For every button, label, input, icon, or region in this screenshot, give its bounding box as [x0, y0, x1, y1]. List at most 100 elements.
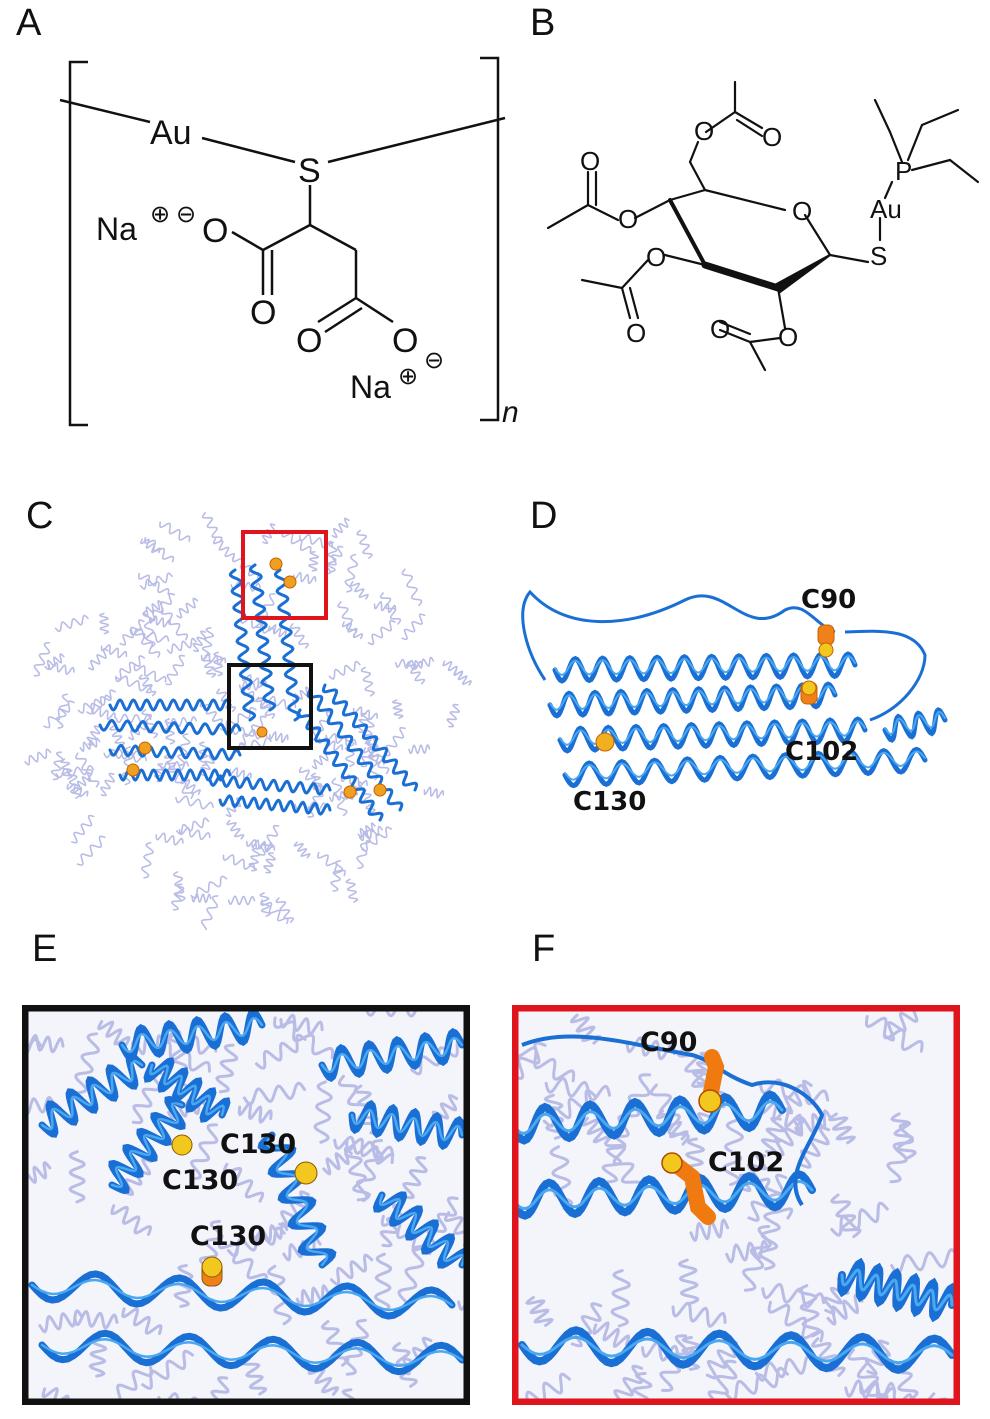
acetyl-o-3: O — [618, 204, 638, 234]
channel-helix-highlight — [40, 1059, 144, 1131]
background-helix — [176, 597, 199, 619]
background-helix — [243, 689, 272, 710]
highlighted-helix — [273, 568, 302, 722]
background-helix — [54, 614, 89, 633]
background-helix — [160, 607, 189, 641]
background-helix — [115, 713, 152, 724]
background-helix — [827, 1112, 857, 1145]
cysteine-marker — [373, 783, 387, 797]
background-helix — [103, 748, 141, 760]
background-helix — [722, 1119, 745, 1187]
background-helix — [139, 572, 173, 590]
background-helix — [773, 1117, 805, 1157]
loop-region — [521, 1034, 825, 1207]
background-helix — [48, 662, 75, 675]
background-helix — [629, 1371, 653, 1405]
background-helix — [356, 529, 373, 559]
background-helix — [137, 572, 170, 595]
acetyl-o-6: O — [626, 318, 646, 348]
phosphorus-atom: P — [895, 156, 912, 186]
background-helix — [242, 1081, 306, 1106]
c130-sulfur-a — [171, 1134, 193, 1156]
background-helix — [782, 1079, 813, 1115]
background-helix — [293, 841, 311, 859]
red-frame — [512, 1005, 960, 1405]
background-helix — [754, 1354, 817, 1382]
background-helix — [138, 674, 157, 697]
background-helix — [331, 517, 350, 539]
loop-region — [844, 629, 927, 722]
background-helix — [260, 899, 289, 925]
label-c130-c: C130 — [190, 1221, 266, 1252]
channel-helix-highlight — [149, 1063, 225, 1117]
background-helix — [165, 654, 186, 686]
background-helix — [237, 1101, 273, 1124]
background-helix — [226, 1226, 286, 1258]
background-helix — [379, 592, 402, 625]
cysteine-marker — [256, 726, 268, 738]
background-helix — [229, 767, 252, 781]
c90-c102-inset: C90 C102 — [512, 1005, 960, 1405]
background-helix — [110, 1204, 153, 1236]
background-helix — [316, 851, 346, 877]
background-helix — [293, 571, 317, 585]
background-helix — [88, 648, 109, 671]
background-helix — [794, 1109, 832, 1137]
subunit-helix — [552, 651, 858, 684]
c90-sulfur — [818, 642, 834, 658]
background-helix — [97, 1020, 131, 1047]
background-helix — [192, 630, 207, 653]
background-helix — [799, 1125, 831, 1169]
cysteine-marker — [138, 741, 152, 755]
background-helix — [890, 1247, 960, 1275]
background-helix — [172, 871, 186, 902]
background-helix — [401, 613, 426, 641]
background-helix — [190, 1123, 219, 1180]
background-helix — [23, 1033, 65, 1054]
label-c102: C102 — [708, 1147, 784, 1178]
channel-helix-highlight — [265, 1133, 329, 1267]
minus-charge-1: ⊖ — [176, 201, 196, 228]
background-helix — [201, 627, 215, 657]
background-helix — [886, 1122, 915, 1184]
c102-sidechain — [666, 1155, 716, 1225]
c90-sulfur — [698, 1089, 722, 1113]
background-helix — [384, 727, 406, 757]
background-helix — [226, 819, 245, 840]
background-helix — [92, 706, 116, 721]
background-helix — [324, 545, 344, 575]
panel-label-a: A — [16, 2, 42, 44]
background-helix — [131, 1071, 163, 1125]
c90-sidechain — [817, 624, 835, 646]
inset-helix-highlight — [512, 1179, 814, 1211]
c102-sulfur — [801, 680, 817, 696]
ferritin-subunit-view: C90 C102 C130 — [521, 585, 948, 817]
background-helix — [200, 895, 219, 930]
background-helix — [76, 771, 93, 791]
background-helix — [66, 783, 89, 798]
background-helix — [367, 619, 396, 646]
highlighted-helix — [208, 774, 332, 796]
background-helix — [592, 1321, 631, 1348]
background-helix — [401, 568, 423, 607]
background-helix — [338, 1388, 358, 1405]
background-helix — [811, 1337, 846, 1377]
background-helix — [140, 841, 154, 879]
background-helix — [279, 1013, 324, 1036]
gold-atom-b: Au — [870, 194, 902, 224]
background-helix — [844, 1379, 897, 1401]
subunit-helix-highlight — [554, 655, 856, 676]
background-helix — [864, 1339, 891, 1376]
ring-oxygen: O — [792, 196, 812, 226]
background-helix — [345, 878, 359, 903]
background-helix — [222, 1162, 265, 1203]
sodium-ion-2: Na — [350, 369, 391, 405]
highlighted-helix — [98, 718, 242, 737]
c130-sulfur-c — [201, 1256, 223, 1278]
panel-label-c: C — [26, 495, 54, 537]
background-helix — [442, 660, 464, 677]
background-helix — [74, 1032, 101, 1095]
c102-sulfur — [661, 1152, 683, 1174]
background-helix — [149, 615, 171, 628]
label-c90: C90 — [801, 585, 856, 615]
